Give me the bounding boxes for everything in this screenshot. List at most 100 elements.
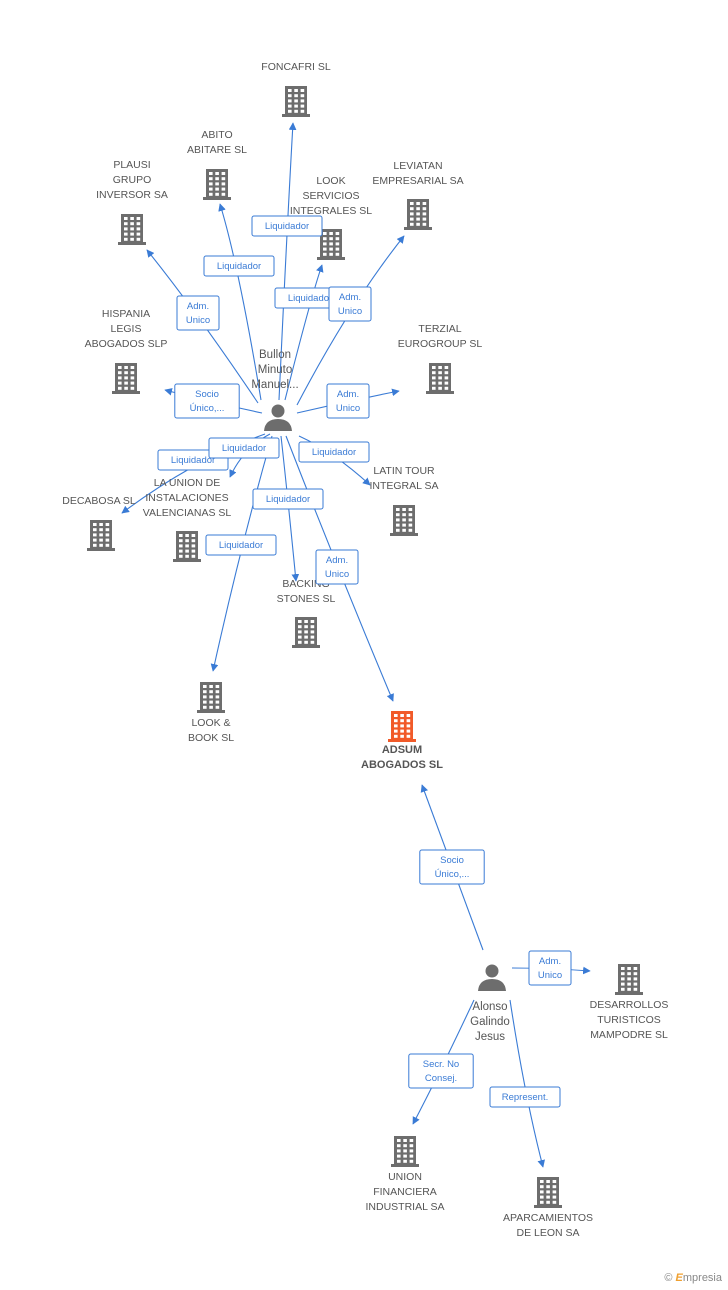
edge-p1-abito bbox=[218, 203, 262, 401]
edge-label-text: Liquidador bbox=[265, 221, 309, 232]
edge-label-text: Liquidador bbox=[222, 443, 266, 454]
building-icon bbox=[426, 363, 454, 394]
company-node-decabosa[interactable]: DECABOSA SL bbox=[62, 495, 136, 551]
edge-label-p1-hispania[interactable]: SocioÚnico,... bbox=[174, 383, 240, 419]
edge-label-p1-adsum[interactable]: Adm. Unico bbox=[315, 549, 359, 585]
edge-label-p1-launion[interactable]: Liquidador bbox=[208, 437, 280, 459]
edge-label-p1-plausi[interactable]: Adm.Unico bbox=[176, 295, 220, 331]
company-name-line: DE LEON SA bbox=[516, 1227, 579, 1239]
edge-label-p1-terzial[interactable]: Adm.Unico bbox=[326, 383, 370, 419]
company-name-line: INVERSOR SA bbox=[96, 189, 168, 201]
edge-label-text: Liquidador bbox=[288, 293, 332, 304]
person-name-line: Bullon bbox=[259, 349, 291, 361]
edge-label-text: Liquidador bbox=[266, 494, 310, 505]
edge-p1-foncafri bbox=[278, 122, 297, 401]
company-name-line: LOOK & bbox=[191, 717, 230, 729]
edge-label-text: Unico bbox=[338, 306, 362, 317]
company-node-hispania[interactable]: HISPANIA LEGIS ABOGADOS SLP bbox=[85, 308, 168, 394]
edge-label-p1-abito[interactable]: Liquidador bbox=[203, 255, 275, 277]
person-icon bbox=[478, 964, 506, 991]
edge-label-p1-latin[interactable]: Liquidador bbox=[298, 441, 370, 463]
company-name-line: HISPANIA bbox=[102, 308, 150, 320]
edge-label-text: Socio bbox=[440, 855, 464, 866]
company-name-line: BOOK SL bbox=[188, 732, 234, 744]
building-icon bbox=[87, 520, 115, 551]
building-icon bbox=[390, 505, 418, 536]
company-node-latin[interactable]: LATIN TOUR INTEGRAL SA bbox=[369, 465, 439, 536]
company-name-line: LEGIS bbox=[111, 323, 142, 335]
edge-label-text: Unico bbox=[538, 970, 562, 981]
company-name-line: UNION bbox=[388, 1171, 422, 1183]
edge-label-box bbox=[252, 488, 324, 510]
edge-label-text: Adm. bbox=[326, 555, 348, 566]
company-name-line: INDUSTRIAL SA bbox=[366, 1201, 445, 1213]
company-name-line: ABOGADOS SL bbox=[361, 759, 443, 771]
building-icon bbox=[112, 363, 140, 394]
edge-label-text: Unico bbox=[325, 569, 349, 580]
company-name-line: EUROGROUP SL bbox=[398, 338, 483, 350]
edge-label-box bbox=[326, 383, 370, 419]
company-name-line: DECABOSA SL bbox=[62, 495, 136, 507]
edge-label-p2-desarrollos[interactable]: Adm.Unico bbox=[528, 950, 572, 986]
brand-initial: E bbox=[675, 1272, 683, 1284]
edge-label-box bbox=[174, 383, 240, 419]
edge-label-p1-lookbook[interactable]: Liquidador bbox=[205, 534, 277, 556]
person-name-line: Alonso bbox=[472, 1001, 507, 1013]
building-icon bbox=[173, 531, 201, 562]
edge-label-text: Liquidador bbox=[217, 261, 261, 272]
company-name-line: MAMPODRE SL bbox=[590, 1029, 668, 1041]
company-name-line: LATIN TOUR bbox=[373, 465, 435, 477]
person-name-line: Jesus bbox=[475, 1031, 505, 1043]
edge-label-p2-aparcamientos[interactable]: Represent. bbox=[489, 1086, 561, 1108]
building-icon bbox=[197, 682, 225, 713]
edge-p1-look_serv bbox=[284, 264, 324, 401]
building-icon bbox=[282, 86, 310, 117]
company-name-line: PLAUSI bbox=[113, 159, 150, 171]
building-icon bbox=[404, 199, 432, 230]
edge-label-box bbox=[408, 1053, 474, 1089]
company-name-line: INTEGRALES SL bbox=[290, 205, 372, 217]
edge-p2-aparcamientos bbox=[509, 999, 545, 1168]
edge-label-p1-leviatan[interactable]: Adm.Unico bbox=[328, 286, 372, 322]
company-name-line: GRUPO bbox=[113, 174, 152, 186]
edge-label-p1-foncafri[interactable]: Liquidador bbox=[251, 215, 323, 237]
edge-label-p2-adsum[interactable]: SocioÚnico,... bbox=[419, 849, 485, 885]
company-name-line: ABOGADOS SLP bbox=[85, 338, 168, 350]
edge-label-text: Consej. bbox=[425, 1073, 457, 1084]
edge-label-box bbox=[328, 286, 372, 322]
edge-label-box bbox=[176, 295, 220, 331]
company-name-line: ABITO bbox=[201, 129, 232, 141]
edges-layer bbox=[121, 122, 591, 1168]
edge-label-text: Unico bbox=[336, 403, 360, 414]
edge-label-box bbox=[251, 215, 323, 237]
company-node-foncafri[interactable]: FONCAFRI SL bbox=[261, 61, 331, 117]
edge-label-p1-backing[interactable]: Liquidador bbox=[252, 488, 324, 510]
edge-label-text: Liquidador bbox=[312, 447, 356, 458]
building-icon bbox=[118, 214, 146, 245]
company-node-plausi[interactable]: PLAUSI GRUPO INVERSOR SA bbox=[96, 159, 168, 245]
company-name-line: INTEGRAL SA bbox=[369, 480, 438, 492]
brand-name: mpresia bbox=[682, 1272, 722, 1284]
company-name-line: DESARROLLOS bbox=[590, 999, 669, 1011]
company-node-lookbook[interactable]: LOOK & BOOK SL bbox=[188, 682, 234, 744]
edge-label-text: Único,... bbox=[435, 869, 470, 880]
building-icon bbox=[391, 1136, 419, 1167]
edge-label-box bbox=[203, 255, 275, 277]
edge-label-text: Liquidador bbox=[219, 540, 263, 551]
company-name-line: EMPRESARIAL SA bbox=[372, 175, 463, 187]
person-node-p1[interactable]: BullonMinutoManuel... bbox=[251, 349, 299, 431]
